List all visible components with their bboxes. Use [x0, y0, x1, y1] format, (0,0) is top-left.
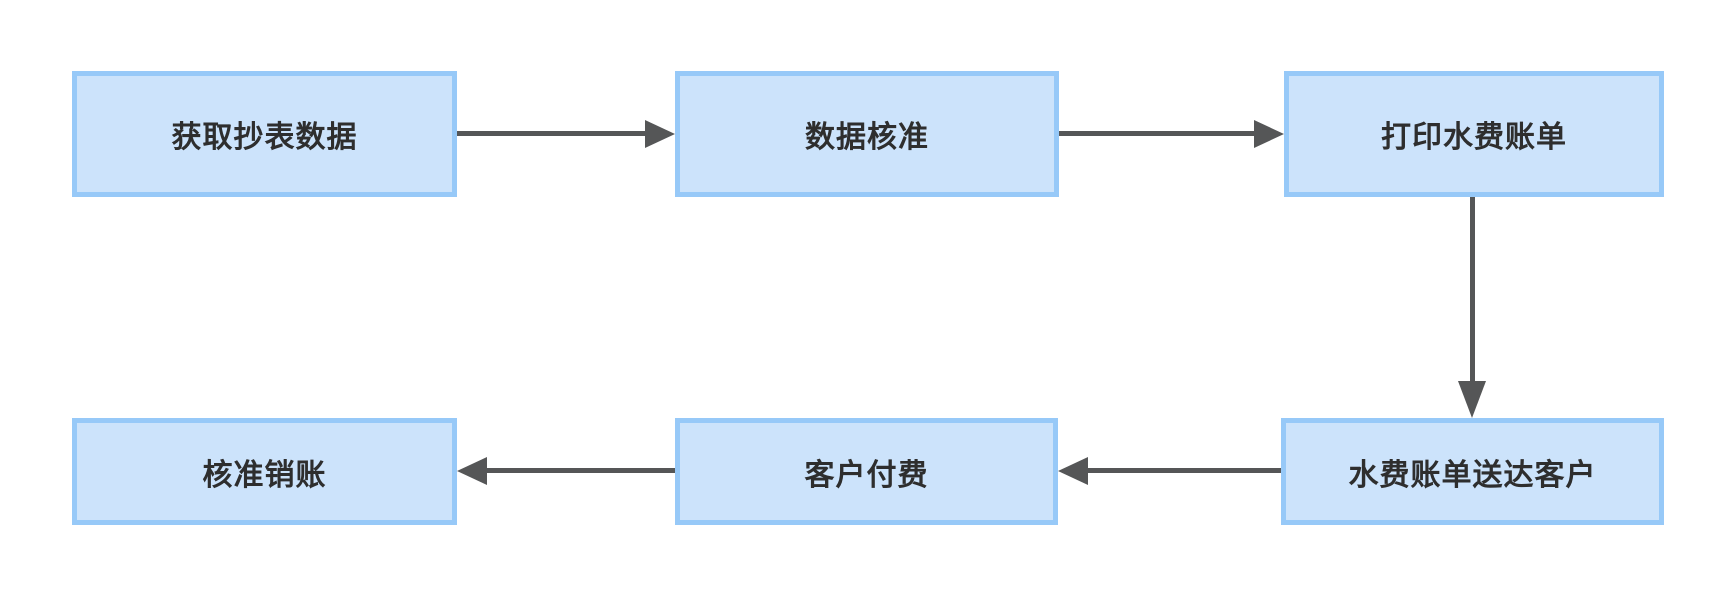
arrowhead-right-icon	[1254, 120, 1284, 148]
connector-verify-to-print	[1059, 131, 1257, 136]
flow-node-customer-payment: 客户付费	[675, 418, 1058, 525]
connector-payment-to-writeoff	[485, 468, 675, 473]
flow-node-deliver-bill-to-customer: 水费账单送达客户	[1281, 418, 1664, 525]
arrowhead-left-icon	[457, 457, 487, 485]
arrowhead-down-icon	[1458, 381, 1486, 418]
connector-print-to-deliver	[1470, 197, 1475, 383]
arrowhead-right-icon	[645, 120, 675, 148]
flow-node-acquire-meter-data: 获取抄表数据	[72, 71, 457, 197]
flow-node-label: 核准销账	[202, 458, 327, 492]
flow-node-label: 获取抄表数据	[171, 121, 358, 154]
flow-node-label: 打印水费账单	[1381, 121, 1567, 154]
connector-acquire-to-verify	[457, 131, 649, 136]
connector-deliver-to-payment	[1086, 468, 1281, 473]
flow-node-print-water-bill: 打印水费账单	[1284, 71, 1664, 197]
flow-node-verify-writeoff: 核准销账	[72, 418, 457, 525]
flow-node-data-verification: 数据核准	[675, 71, 1059, 197]
flow-node-label: 客户付费	[804, 458, 929, 492]
flow-node-label: 水费账单送达客户	[1348, 458, 1597, 492]
flow-node-label: 数据核准	[805, 121, 929, 154]
arrowhead-left-icon	[1058, 457, 1088, 485]
